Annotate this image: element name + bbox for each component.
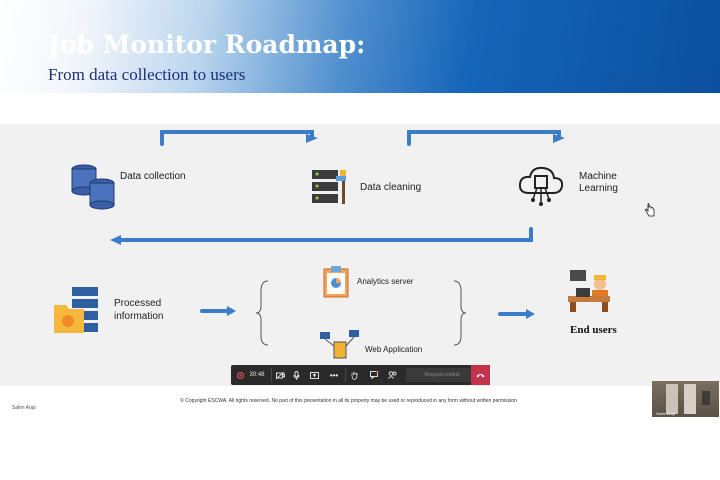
- diagram-panel: [0, 124, 720, 386]
- label-processed-1: Processed: [114, 298, 162, 309]
- slide-header: [0, 0, 720, 93]
- raise-hand-icon[interactable]: [347, 365, 361, 385]
- presenter-name: Salim Araji: [12, 405, 36, 411]
- folder-server-icon: [54, 287, 98, 333]
- chat-icon[interactable]: [367, 365, 381, 385]
- label-machine-learning-2: Learning: [579, 183, 618, 194]
- server-brush-icon: [312, 170, 346, 204]
- clipboard-chart-icon: [323, 266, 349, 298]
- label-machine-learning-1: Machine: [579, 171, 617, 182]
- desk-user-icon: [568, 270, 610, 312]
- label-web-application: Web Application: [365, 345, 423, 354]
- copyright-text: © Copyright ESCWA. All rights reserved. …: [180, 398, 517, 404]
- slide-title: Job Monitor Roadmap:: [48, 30, 366, 59]
- share-screen-icon[interactable]: [307, 365, 321, 385]
- left-brace: [255, 280, 269, 346]
- arrow-cleaning-to-ml: [407, 130, 561, 146]
- label-data-cleaning: Data cleaning: [360, 182, 422, 193]
- label-end-users: End users: [570, 324, 617, 336]
- meeting-timer: 30:48: [249, 372, 265, 378]
- hang-up-icon: [476, 373, 485, 377]
- arrow-collection-to-cleaning: [160, 130, 314, 146]
- label-data-collection: Data collection: [120, 171, 186, 182]
- participants-icon[interactable]: [385, 365, 399, 385]
- arrow-ml-to-processed: [118, 227, 533, 242]
- end-call-button[interactable]: [471, 365, 490, 385]
- label-processed-2: information: [114, 311, 164, 322]
- cloud-chip-icon: [518, 166, 564, 206]
- request-control-button[interactable]: Request control: [406, 368, 478, 382]
- database-icon: [71, 164, 115, 210]
- mic-icon[interactable]: [289, 365, 303, 385]
- more-options-icon[interactable]: •••: [329, 370, 339, 380]
- camera-off-icon[interactable]: [273, 365, 287, 385]
- slide-subtitle: From data collection to users: [48, 65, 246, 84]
- right-brace: [453, 280, 467, 346]
- meeting-toolbar: 30:48 ••• Request control: [231, 365, 490, 385]
- participant-video[interactable]: Salim Araji: [652, 381, 719, 417]
- hand-cursor-icon: [645, 203, 655, 217]
- video-participant-name: Salim Araji: [656, 411, 675, 416]
- label-analytics-server: Analytics server: [357, 277, 414, 286]
- record-icon[interactable]: [235, 365, 245, 385]
- network-icon: [320, 330, 359, 359]
